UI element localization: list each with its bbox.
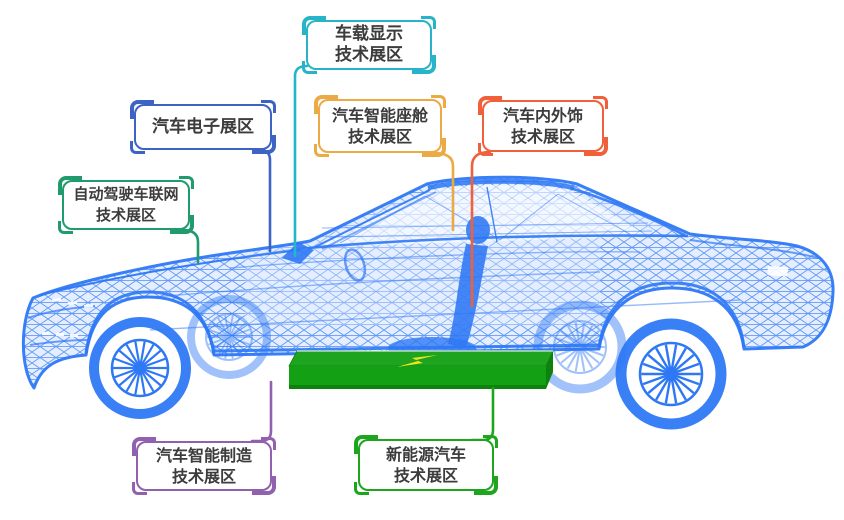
- frame-corner: [431, 95, 446, 108]
- frame-corner: [302, 61, 317, 74]
- frame-corner: [261, 437, 276, 450]
- side-mirror: [282, 242, 314, 264]
- frame-corner: [478, 143, 493, 156]
- far-rear-wheel: [533, 300, 627, 394]
- zone-label-text: 汽车内外饰: [502, 106, 583, 125]
- zone-label-vehicle-display: 车载显示 技术展区: [302, 16, 436, 74]
- frame-corner: [58, 221, 73, 234]
- zone-label-smart-cockpit: 汽车智能座舱 技术展区: [314, 95, 446, 157]
- far-front-wheel: [187, 295, 271, 379]
- frame-corner: [261, 100, 276, 113]
- zone-label-text: 汽车智能制造: [155, 446, 252, 465]
- rear-wheel: [615, 318, 727, 430]
- frame-corner: [314, 144, 329, 157]
- steering-column: [343, 248, 367, 282]
- frame-corner: [132, 482, 147, 495]
- zone-label-autonomous-connected: 自动驾驶车联网 技术展区: [58, 176, 194, 234]
- leader-line-new-energy: [470, 386, 495, 442]
- car-feature-lines: [27, 178, 819, 354]
- light-details: [42, 266, 788, 337]
- zone-label-text: 新能源汽车: [385, 445, 466, 464]
- front-wheel: [89, 317, 191, 419]
- frame-corner: [354, 482, 369, 495]
- zone-label-text: 技术展区: [95, 206, 156, 224]
- zone-label-text: 汽车智能座舱: [331, 106, 428, 125]
- zone-label-text: 技术展区: [347, 127, 412, 146]
- leader-line-interior-exterior: [470, 150, 492, 308]
- frame-corner: [483, 435, 498, 448]
- zone-label-smart-manufacturing: 汽车智能制造 技术展区: [132, 437, 276, 495]
- frame-corner: [421, 16, 436, 29]
- zone-label-text: 技术展区: [335, 45, 403, 65]
- frame-corner: [130, 141, 145, 154]
- zone-label-text: 汽车电子展区: [152, 116, 254, 137]
- frame-corner: [593, 96, 608, 109]
- zone-label-interior-exterior: 汽车内外饰 技术展区: [478, 96, 608, 156]
- zone-label-new-energy: 新能源汽车 技术展区: [354, 435, 498, 495]
- side-window: [318, 184, 648, 247]
- battery-platform: [288, 350, 554, 389]
- zone-label-text: 自动驾驶车联网: [73, 185, 179, 203]
- leader-line-smart-manufacturing: [250, 380, 273, 443]
- zone-label-text: 车载显示: [335, 24, 403, 44]
- zone-label-text: 技术展区: [171, 467, 236, 486]
- zone-label-text: 技术展区: [510, 127, 575, 146]
- zone-label-text: 技术展区: [393, 466, 458, 485]
- leader-line-vehicle-display: [293, 64, 309, 258]
- leader-line-auto-electronics: [258, 148, 272, 253]
- frame-corner: [179, 176, 194, 189]
- zone-label-auto-electronics: 汽车电子展区: [130, 100, 276, 154]
